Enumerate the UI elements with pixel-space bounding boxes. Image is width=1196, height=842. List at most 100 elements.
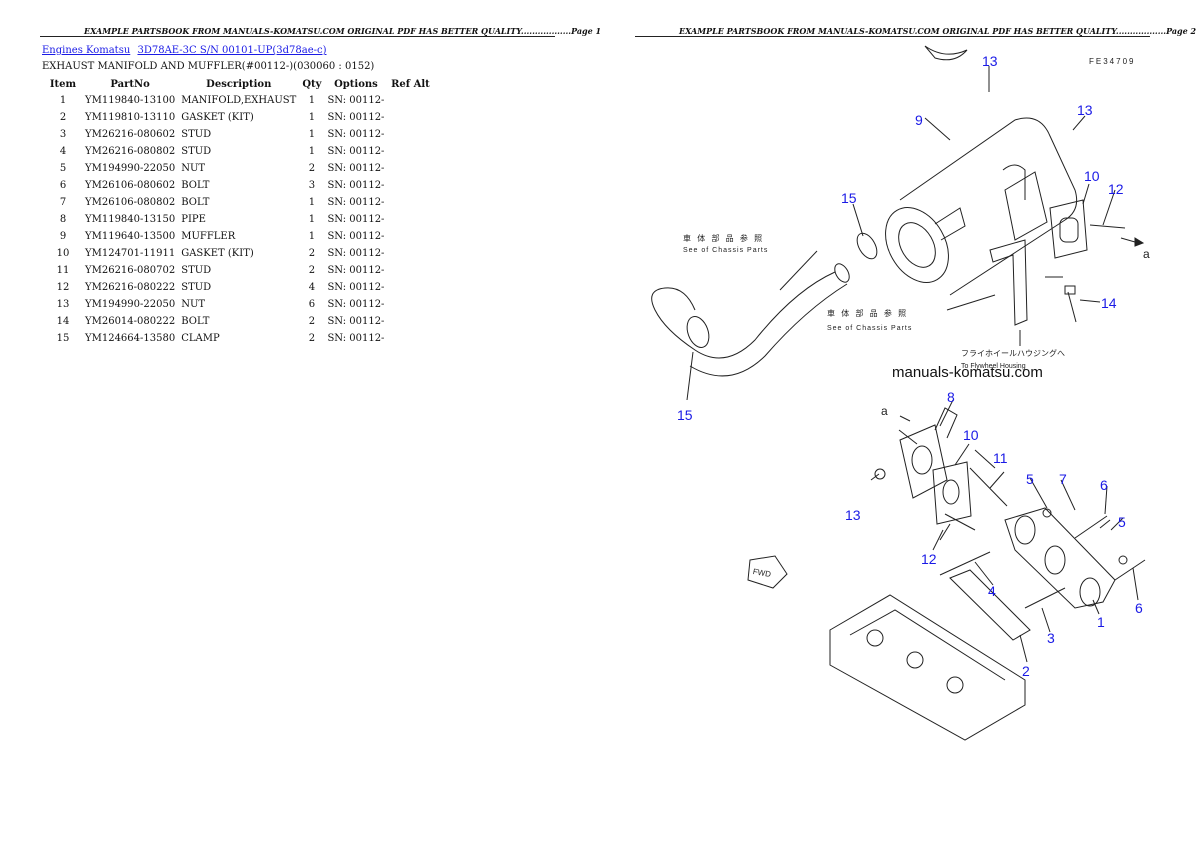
cell-partno: YM26216-080602 [85,129,176,140]
breadcrumb-link-model[interactable]: 3D78AE-3C S/N 00101-UP(3d78ae-c) [137,45,327,56]
cell-ref-alt [387,330,433,347]
col-header-item: Item [49,78,77,90]
cell-qty: 2 [308,333,316,344]
cell-options: SN: 00112- [327,231,385,242]
cell-item: 10 [56,248,70,259]
stud-12-upper [1089,224,1126,229]
cell-description: STUD [181,146,212,157]
chassis-note-jp: 車 体 部 品 参 照 [683,233,764,243]
cell-options: SN: 00112- [327,129,385,140]
watermark: manuals-komatsu.com [892,364,1043,381]
fwd-arrow-icon [747,555,788,589]
cell-description: NUT [181,299,206,310]
cell-ref-alt [387,143,433,160]
header-rule [40,36,555,37]
cell-item: 9 [59,231,67,242]
cell-ref-alt [387,126,433,143]
breadcrumb-link-engines[interactable]: Engines Komatsu [42,45,131,56]
bolt-7 [1074,515,1108,539]
cell-description: STUD [181,282,212,293]
cell-ref-alt [387,279,433,296]
cell-qty: 2 [308,248,316,259]
muffler-inlet-flange [934,207,966,241]
cell-qty: 1 [308,112,316,123]
cell-partno: YM194990-22050 [85,299,176,310]
cell-partno: YM26216-080802 [85,146,176,157]
cell-item: 1 [59,95,67,106]
cell-item: 4 [59,146,67,157]
cell-description: STUD [181,129,212,140]
col-header-description: Description [206,78,272,90]
cell-qty: 1 [308,231,316,242]
cell-qty: 3 [308,180,316,191]
gasket-2 [949,569,1031,641]
pipe-8 [899,424,948,499]
page-header: EXAMPLE PARTSBOOK FROM MANUALS-KOMATSU.C… [84,26,602,36]
page-title: EXHAUST MANIFOLD AND MUFFLER(#00112-)(03… [42,61,375,72]
cell-description: STUD [181,265,212,276]
callout-15: 15 [841,190,857,206]
col-header-qty: Qty [302,78,322,90]
nut-13 [874,468,886,480]
cell-options: SN: 00112- [327,248,385,259]
gasket-10-lower [932,461,972,525]
cell-ref-alt [387,160,433,177]
clamp-15-lower [686,316,710,348]
cell-options: SN: 00112- [327,146,385,157]
gasket-10-upper [1049,199,1088,259]
cell-description: BOLT [181,316,210,327]
cell-item: 3 [59,129,67,140]
cell-qty: 1 [308,129,316,140]
callout-11: 11 [993,450,1008,466]
callout-3: 3 [1047,630,1055,646]
cell-description: NUT [181,163,206,174]
cell-item: 13 [56,299,70,310]
cell-options: SN: 00112- [327,333,385,344]
cell-item: 14 [56,316,70,327]
cell-partno: YM124701-11911 [85,248,176,259]
cell-item: 15 [56,333,70,344]
clamp-15-upper [856,232,878,260]
cell-description: MUFFLER [181,231,236,242]
callout-2: 2 [1022,663,1030,679]
cell-options: SN: 00112- [327,214,385,225]
cell-ref-alt [387,313,433,330]
cell-ref-alt [387,92,433,109]
callout-5: 5 [1026,471,1034,487]
cell-partno: YM119840-13150 [85,214,176,225]
cell-options: SN: 00112- [327,316,385,327]
cell-ref-alt [387,262,433,279]
callout-13: 13 [845,507,861,523]
cell-item: 7 [59,197,67,208]
cell-options: SN: 00112- [327,299,385,310]
stud-4 [939,551,991,576]
stud-11 [969,467,1008,507]
cell-partno: YM26216-080702 [85,265,176,276]
cell-ref-alt [387,211,433,228]
chassis-note-en: See of Chassis Parts [683,247,768,254]
col-header-partno: PartNo [110,78,150,90]
callout-12: 12 [921,551,937,567]
callout-10: 10 [1084,168,1100,184]
cell-partno: YM119810-13110 [85,112,176,123]
cell-partno: YM26216-080222 [85,282,176,293]
muffler-bracket [989,239,1028,326]
cell-description: BOLT [181,197,210,208]
cell-description: BOLT [181,180,210,191]
nut-5 [1042,508,1052,518]
cell-qty: 4 [308,282,316,293]
col-header-ref-alt: Ref Alt [391,78,430,90]
cell-partno: YM26106-080802 [85,197,176,208]
bolt-6 [1114,559,1146,581]
chassis-note-en-2: See of Chassis Parts [827,325,912,332]
cell-options: SN: 00112- [327,265,385,276]
muffler-outlet-flange [1004,171,1048,241]
